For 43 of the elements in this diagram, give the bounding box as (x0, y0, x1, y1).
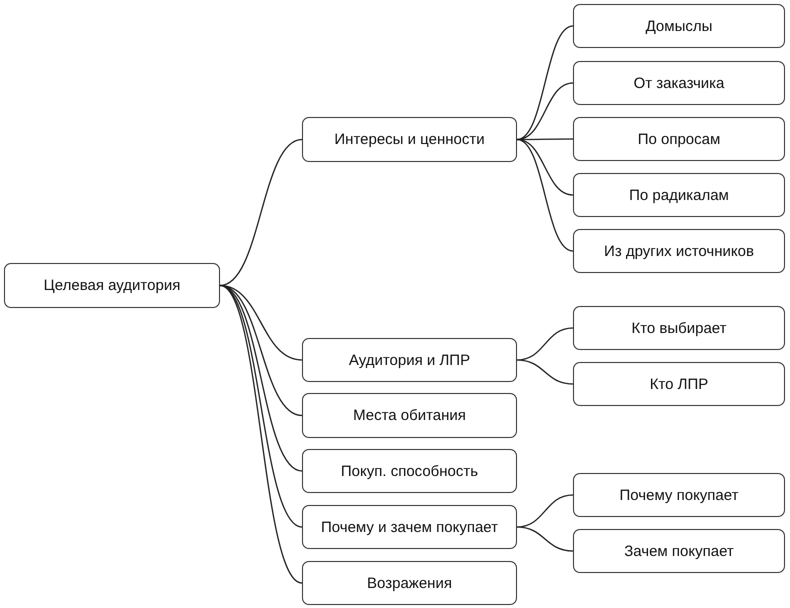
topic-box (302, 393, 517, 438)
topic-box (573, 173, 785, 217)
topic-box (573, 61, 785, 105)
connector-line (516, 82, 574, 140)
topic-label: Возражения (367, 574, 452, 592)
connector-line (516, 526, 574, 552)
topic-label: Целевая аудитория (44, 277, 180, 294)
topic-label: По радикалам (629, 186, 729, 204)
topic-box (302, 505, 517, 549)
topic-box (302, 449, 517, 493)
topic-label: Почему и зачем покупает (320, 518, 498, 536)
topic-label: По опросам (638, 130, 720, 148)
connector-line (516, 359, 574, 385)
topic-label: От заказчика (634, 74, 724, 92)
topic-label: Домыслы (646, 18, 712, 34)
topic-box (573, 529, 785, 573)
topic-box (4, 263, 220, 308)
topic-box (573, 362, 785, 406)
topic-box (302, 561, 517, 605)
topic-label: Из других источников (604, 242, 754, 260)
topic-box (573, 4, 785, 48)
topic-label: Кто выбирает (631, 320, 727, 336)
connector-line (220, 284, 302, 584)
topic-label: Интересы и ценности (334, 131, 485, 148)
topic-label: Места обитания (353, 407, 466, 424)
topic-label: Покуп. способность (340, 462, 478, 480)
topic-box (573, 117, 785, 161)
topic-label: Почему покупает (620, 486, 738, 504)
topic-box (573, 306, 785, 350)
connector-line (220, 138, 302, 286)
topic-label: Зачем покупает (624, 542, 734, 560)
topic-label: Аудитория и ЛПР (348, 352, 470, 368)
connector-line (220, 284, 302, 528)
topic-box (302, 117, 517, 162)
topic-box (302, 338, 517, 382)
connector-line (516, 138, 574, 252)
connector-line (516, 327, 574, 361)
connector-line (516, 494, 574, 528)
connector-line (220, 284, 302, 472)
topic-box (573, 473, 785, 517)
topic-label: Кто ЛПР (650, 376, 708, 392)
connector-line (516, 25, 574, 140)
topic-box (573, 229, 785, 273)
